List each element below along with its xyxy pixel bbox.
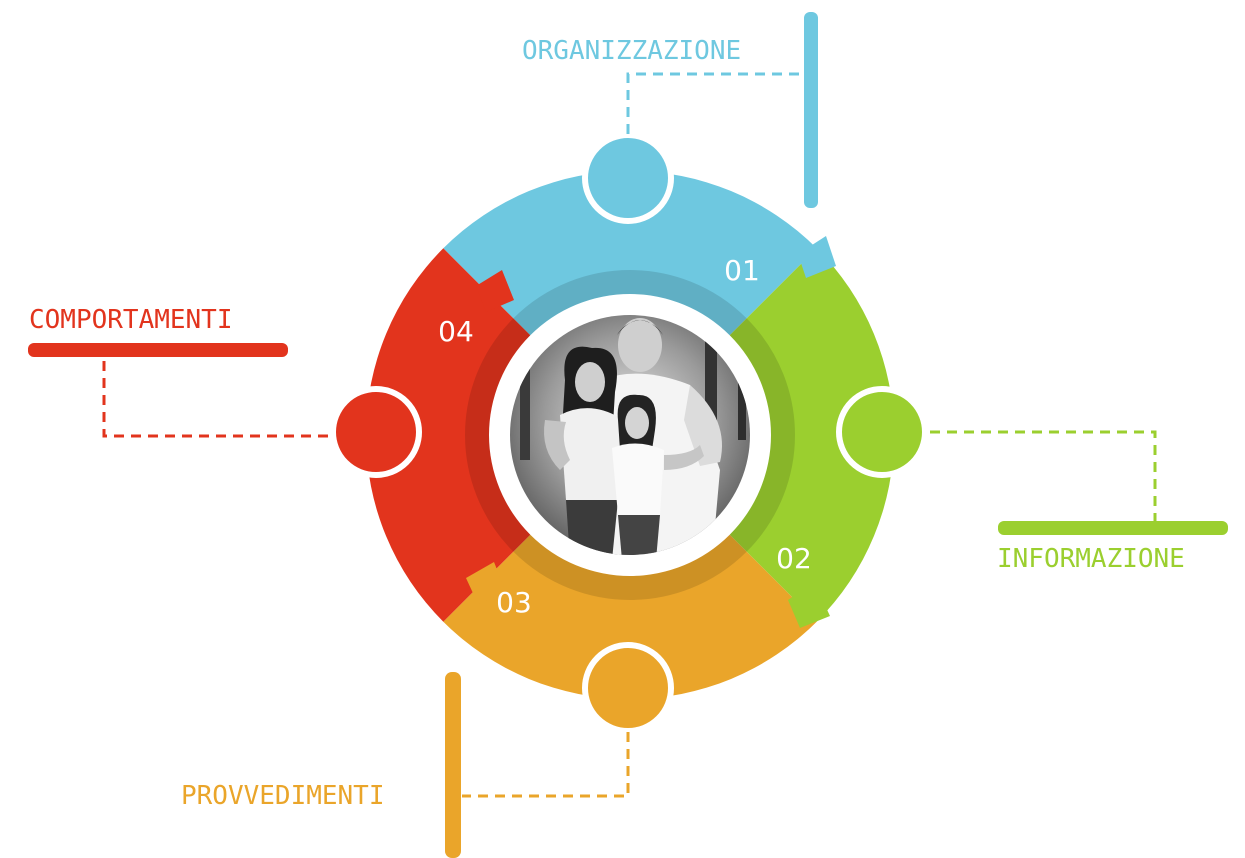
segment-01-arc (443, 170, 817, 336)
segment-01-number: 01 (724, 254, 760, 287)
bar-03 (445, 672, 461, 858)
segment-04-tab (476, 270, 514, 312)
segment-02-tab (788, 582, 830, 628)
accent-bars (28, 12, 1228, 858)
segment-02-arc (729, 248, 895, 622)
segment-04-label: COMPORTAMENTI (29, 305, 233, 335)
inner-shadow-ring (465, 270, 795, 600)
connector-04 (102, 355, 328, 438)
family-photo-icon (510, 315, 750, 555)
center-photo (492, 297, 768, 573)
segment-03-label: PROVVEDIMENTI (181, 781, 385, 811)
connector-03 (462, 732, 630, 798)
connector-02 (930, 430, 1157, 522)
segment-03-bubble (582, 642, 674, 734)
segment-01-bubble (582, 132, 674, 224)
segment-03-tab (466, 562, 506, 604)
bar-01 (804, 12, 818, 208)
segment-04-number: 04 (438, 315, 474, 348)
segment-03-number: 03 (496, 586, 532, 619)
segment-02-bubble (836, 386, 928, 478)
segment-labels: ORGANIZZAZIONE INFORMAZIONE PROVVEDIMENT… (29, 36, 1185, 811)
segment-01-label: ORGANIZZAZIONE (522, 36, 741, 66)
segment-02-label: INFORMAZIONE (997, 544, 1185, 574)
connector-01 (626, 72, 808, 134)
segment-03-arc (443, 534, 817, 700)
segment-04-bubble (330, 386, 422, 478)
ring (365, 170, 895, 700)
bar-02 (998, 521, 1228, 535)
bar-04 (28, 343, 288, 357)
connector-circles (330, 132, 928, 734)
segment-02-number: 02 (776, 542, 812, 575)
segment-numbers: 01 02 03 04 (438, 254, 812, 619)
connector-lines (102, 72, 1157, 798)
segment-01-tab (798, 236, 836, 278)
segment-04-arc (365, 248, 531, 622)
